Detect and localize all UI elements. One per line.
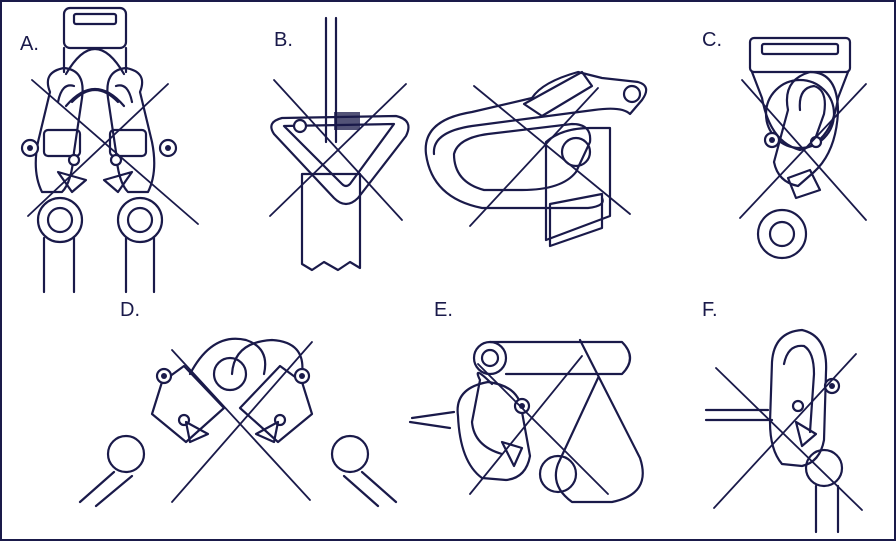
panel-label-d: D. xyxy=(120,299,140,321)
panel-e-illustration xyxy=(408,338,644,504)
panel-d-illustration xyxy=(78,337,398,508)
panel-label-a: A. xyxy=(20,33,39,55)
panel-b-illustration xyxy=(269,16,648,272)
panel-a-illustration xyxy=(20,6,199,294)
panel-f-illustration xyxy=(704,328,863,534)
panel-label-f: F. xyxy=(702,299,718,321)
panel-c-illustration xyxy=(739,36,867,260)
panel-label-e: E. xyxy=(434,299,453,321)
panel-label-b: B. xyxy=(274,29,293,51)
panel-label-c: C. xyxy=(702,29,722,51)
